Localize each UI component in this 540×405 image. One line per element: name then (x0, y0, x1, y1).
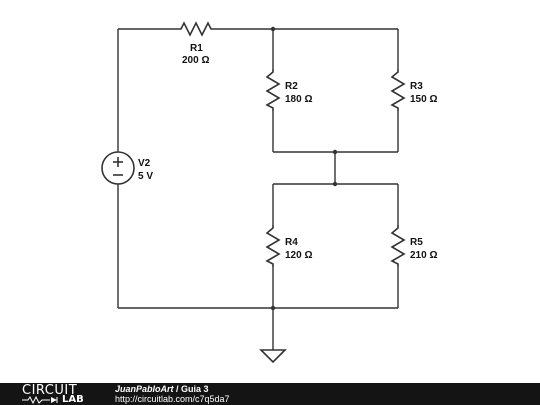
wires (117, 28, 399, 350)
v2-value: 5 V (138, 171, 153, 182)
r3-value: 150 Ω (410, 94, 437, 105)
junction-dot (270, 305, 276, 311)
voltage-source-v2[interactable]: V2 5 V (101, 151, 153, 185)
v2-name: V2 (138, 158, 151, 169)
r4-value: 120 Ω (285, 250, 312, 261)
r4-name: R4 (285, 237, 298, 248)
resistor-r2[interactable]: R2 180 Ω (265, 69, 312, 111)
r1-name: R1 (190, 43, 203, 54)
r5-value: 210 Ω (410, 250, 437, 261)
resistor-r5[interactable]: R5 210 Ω (390, 225, 437, 267)
r5-name: R5 (410, 237, 423, 248)
logo-waveform-icon (22, 396, 58, 404)
r2-name: R2 (285, 81, 298, 92)
footer-bar: CIRCUIT LAB JuanPabloArt / Guia 3 http:/… (0, 383, 540, 405)
junction-dot (332, 149, 338, 155)
r1-value: 200 Ω (182, 55, 209, 66)
author-link[interactable]: JuanPabloArt (115, 384, 174, 394)
junction-dot (332, 181, 338, 187)
title-separator: / (173, 384, 182, 394)
circuit-schematic: R1 200 Ω R2 180 Ω R3 150 Ω R4 120 Ω R5 2… (101, 21, 437, 364)
circuitlab-logo[interactable]: CIRCUIT LAB (22, 383, 102, 405)
footer-title-line: JuanPabloArt / Guia 3 (115, 384, 209, 394)
resistor-r4[interactable]: R4 120 Ω (265, 225, 312, 267)
logo-top-text: CIRCUIT (22, 383, 78, 398)
circuit-url-link[interactable]: http://circuitlab.com/c7q5da7 (115, 394, 230, 404)
ground-symbol (259, 349, 287, 364)
junction-dot (270, 26, 276, 32)
r3-name: R3 (410, 81, 423, 92)
r2-value: 180 Ω (285, 94, 312, 105)
circuit-title: Guia 3 (181, 384, 209, 394)
resistor-r3[interactable]: R3 150 Ω (390, 69, 437, 111)
resistor-r1[interactable]: R1 200 Ω (178, 21, 214, 66)
logo-bottom-text: LAB (62, 394, 84, 405)
